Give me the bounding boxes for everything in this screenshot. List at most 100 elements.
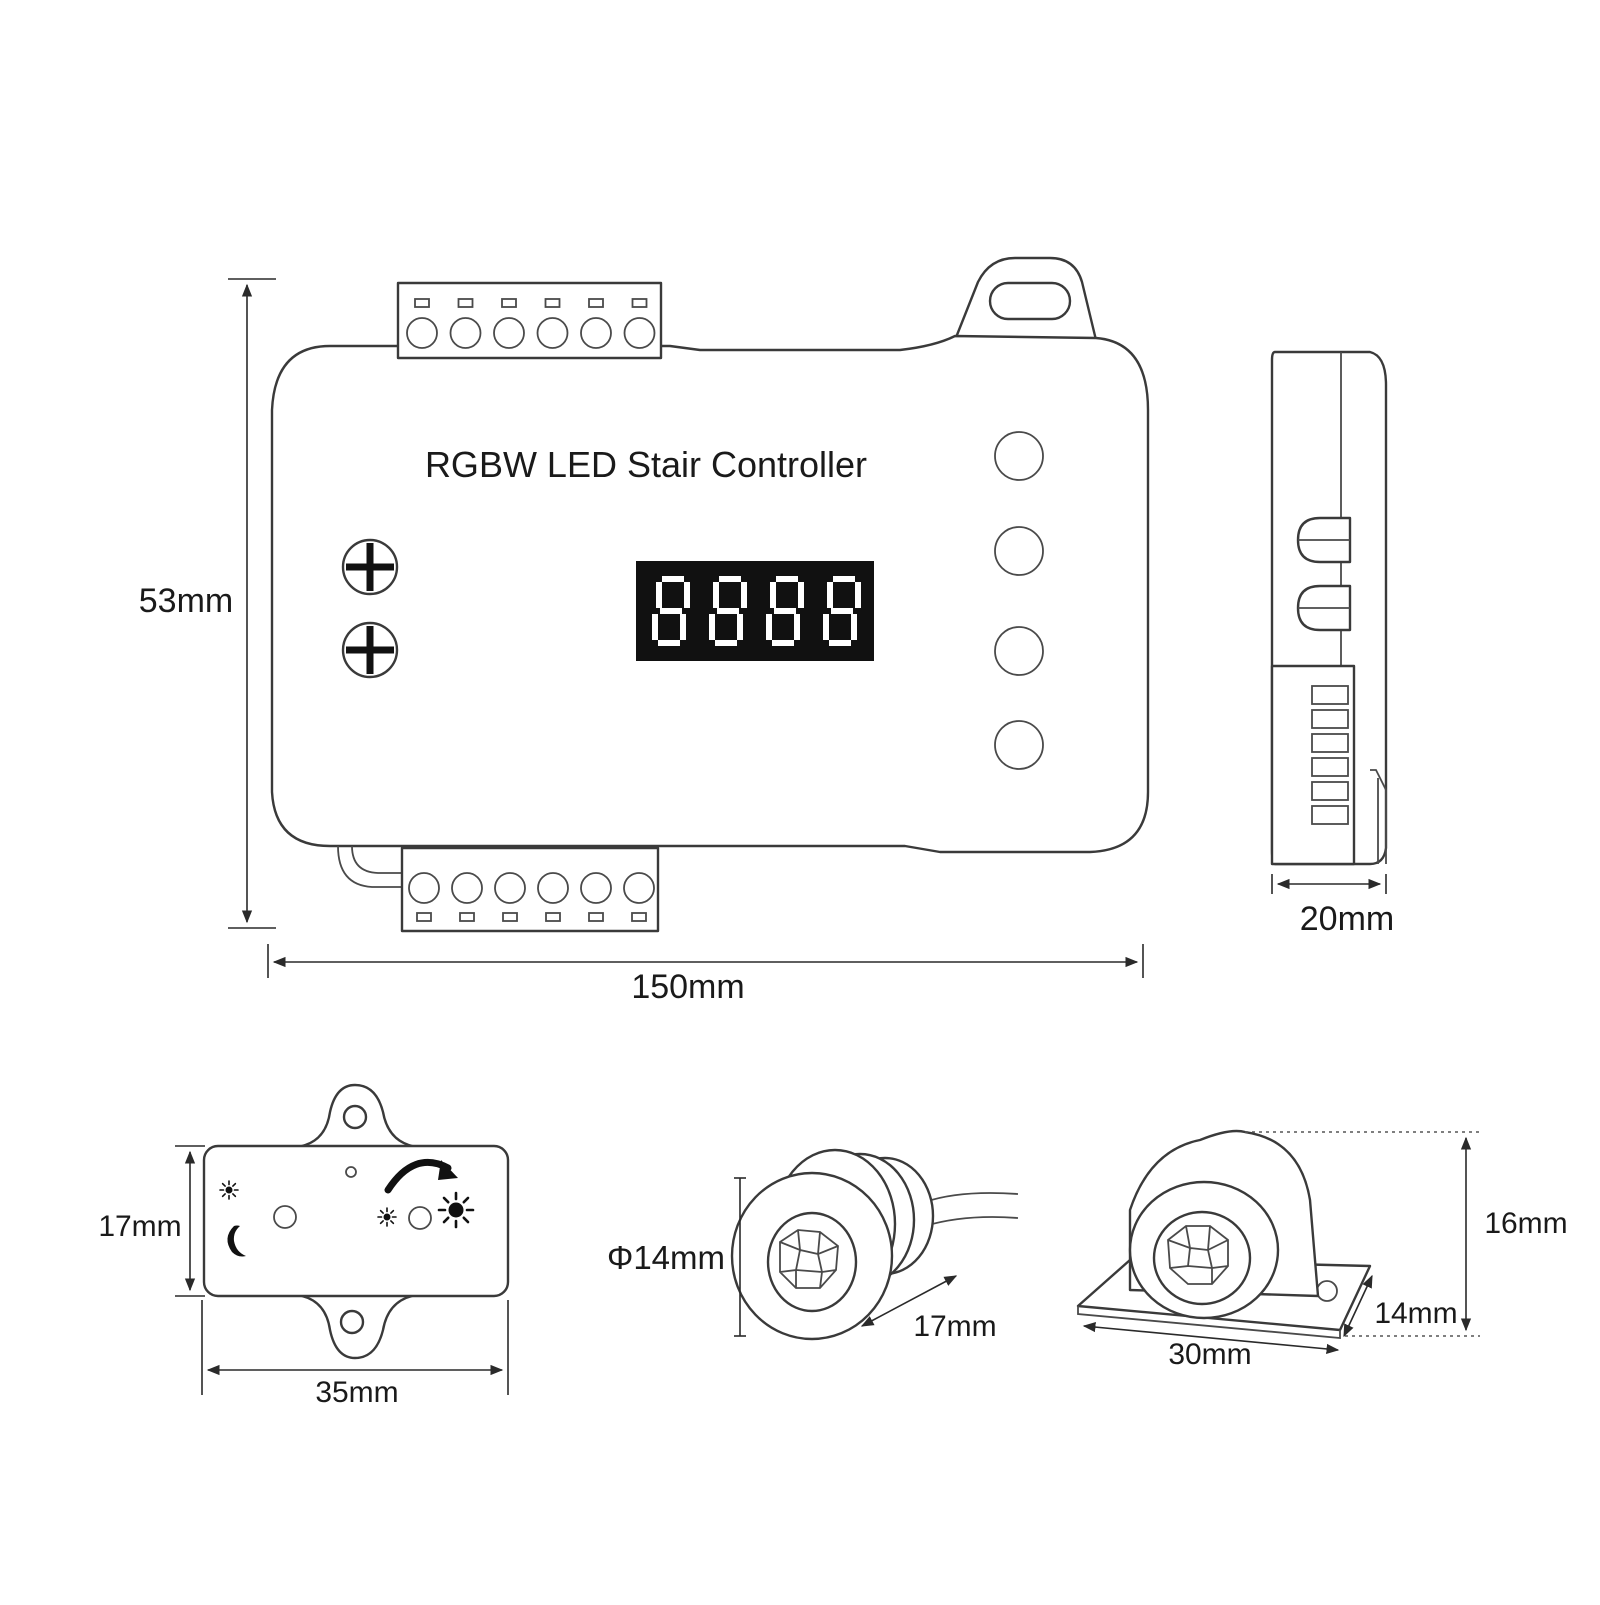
terminal-block-bottom	[337, 845, 660, 933]
rotate-arrow-head-icon	[438, 1160, 458, 1180]
bottom-terminal-screw-terminal[interactable]	[408, 872, 440, 904]
dimension-length-pir: 17mm	[860, 1275, 997, 1343]
sensor-ear-top-hole	[342, 1104, 368, 1130]
terminal-housing-top	[396, 281, 663, 360]
segment-display	[636, 561, 874, 661]
bottom-terminal-screw-terminal[interactable]	[494, 872, 526, 904]
side-terminal-slot	[1311, 805, 1349, 825]
display-segment	[741, 582, 747, 608]
bottom-terminal-pin-slot	[416, 912, 432, 922]
terminal-block-top	[396, 281, 663, 360]
screw-top-icon	[341, 538, 399, 596]
top-terminal-screw-terminal[interactable]	[536, 317, 569, 349]
top-terminal-screw-terminal[interactable]	[580, 317, 612, 349]
side-cable	[1370, 769, 1387, 864]
bottom-terminal-screw-terminal[interactable]	[580, 872, 612, 904]
dimension-width-sensor: 35mm	[201, 1300, 509, 1409]
pir-bracket-sensor	[1076, 1129, 1372, 1339]
display-segment	[715, 640, 737, 646]
pir-round-sensor	[730, 1148, 1019, 1341]
side-depth-label: 20mm	[1300, 900, 1394, 938]
sensor-body	[202, 1144, 510, 1298]
dimension-height-sensor: 17mm	[98, 1145, 205, 1297]
side-terminal-slot	[1311, 733, 1349, 753]
display-segment	[684, 582, 690, 608]
bottom-terminal-pin-slot	[588, 912, 604, 922]
side-terminal-slot	[1311, 781, 1349, 801]
sun-small-icon	[377, 1207, 397, 1227]
sensor-ear-top	[300, 1083, 414, 1148]
display-segment	[831, 608, 853, 614]
mounting-ear-top	[953, 256, 1098, 342]
display-segment	[660, 608, 682, 614]
display-segment	[719, 576, 741, 582]
screw-bottom-icon	[341, 621, 399, 679]
dimension-width-controller: 150mm	[267, 944, 1144, 1006]
bottom-terminal-screw-terminal[interactable]	[623, 872, 655, 904]
dimension-width-bracket: 30mm	[1082, 1321, 1340, 1371]
display-segment	[713, 582, 719, 608]
display-segment	[823, 614, 829, 640]
controller-side-view	[1270, 350, 1388, 866]
terminal-housing-bottom	[400, 846, 660, 933]
top-terminal-pin-slot	[457, 298, 474, 308]
bottom-terminal-pin-slot	[631, 912, 647, 922]
bottom-terminal-pin-slot	[545, 912, 561, 922]
sensor-knob-right[interactable]	[408, 1206, 432, 1230]
top-terminal-screw-terminal[interactable]	[623, 317, 656, 349]
sensor-light-hole	[345, 1166, 357, 1178]
display-segment	[737, 614, 743, 640]
display-segment	[794, 614, 800, 640]
top-terminal-pin-slot	[501, 298, 517, 308]
light-sensor-module	[202, 1083, 510, 1360]
display-segment	[658, 640, 680, 646]
bottom-terminal-screw-terminal[interactable]	[451, 872, 483, 904]
cable-bottom-left-inner	[351, 845, 402, 874]
side-terminal-slot	[1311, 757, 1349, 777]
bottom-terminal-screw-terminal[interactable]	[537, 872, 569, 904]
display-segment	[717, 608, 739, 614]
height-label: 53mm	[139, 582, 233, 620]
cable-bottom-left	[337, 845, 402, 888]
button-2[interactable]	[994, 526, 1044, 576]
display-segment	[776, 576, 798, 582]
dimension-diameter-pir: Φ14mm	[607, 1177, 746, 1337]
sensor-knob-left[interactable]	[273, 1205, 297, 1229]
display-segment	[855, 582, 861, 608]
bottom-terminal-pin-slot	[502, 912, 518, 922]
display-segment	[851, 614, 857, 640]
display-segment	[772, 640, 794, 646]
display-segment	[652, 614, 658, 640]
display-segment	[770, 582, 776, 608]
controller-title: RGBW LED Stair Controller	[425, 444, 867, 485]
dimension-height-controller: 53mm	[139, 278, 276, 929]
pir-round-cable	[924, 1192, 1019, 1227]
dimension-depth-side: 20mm	[1271, 874, 1394, 938]
top-terminal-screw-terminal[interactable]	[493, 317, 525, 349]
button-1[interactable]	[994, 431, 1044, 481]
display-segment	[662, 576, 684, 582]
top-terminal-pin-slot	[414, 298, 430, 308]
dimension-height-bracket: 16mm	[1245, 1131, 1568, 1337]
sun-small-icon	[219, 1180, 239, 1200]
side-terminal-slot	[1311, 709, 1349, 729]
top-terminal-screw-terminal[interactable]	[449, 317, 482, 349]
sensor-height-label: 17mm	[98, 1210, 181, 1243]
display-segment	[656, 582, 662, 608]
display-segment	[798, 582, 804, 608]
sensor-ear-bottom	[300, 1294, 414, 1360]
side-terminal-slot	[1311, 685, 1349, 705]
bracket-depth-label: 14mm	[1374, 1297, 1457, 1330]
pir-diameter-label: Φ14mm	[607, 1239, 725, 1276]
top-terminal-screw-terminal[interactable]	[406, 317, 438, 349]
button-4[interactable]	[994, 720, 1044, 770]
button-3[interactable]	[994, 626, 1044, 676]
top-terminal-pin-slot	[544, 298, 561, 308]
bracket-height-label: 16mm	[1484, 1207, 1567, 1240]
sensor-ear-bottom-hole	[339, 1309, 365, 1335]
controller-front: RGBW LED Stair Controller	[270, 256, 1150, 933]
pir-length-label: 17mm	[913, 1310, 996, 1343]
sensor-width-label: 35mm	[315, 1376, 398, 1409]
